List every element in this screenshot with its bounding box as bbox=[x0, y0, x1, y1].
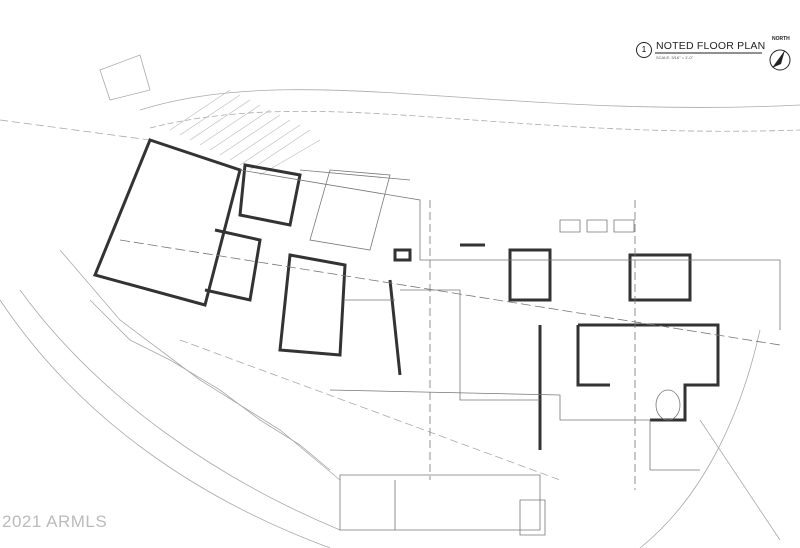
plan-title: NOTED FLOOR PLAN bbox=[656, 40, 766, 52]
watermark: 2021 ARMLS bbox=[2, 512, 108, 531]
site-lines bbox=[0, 54, 800, 548]
plan-number-badge: 1 bbox=[636, 42, 652, 58]
walls bbox=[92, 138, 720, 450]
plan-scale: SCALE: 3/16" = 1'-0" bbox=[656, 55, 694, 60]
stair-hatching bbox=[169, 89, 321, 176]
interior-lines bbox=[119, 169, 781, 536]
north-label: NORTH bbox=[772, 36, 790, 42]
